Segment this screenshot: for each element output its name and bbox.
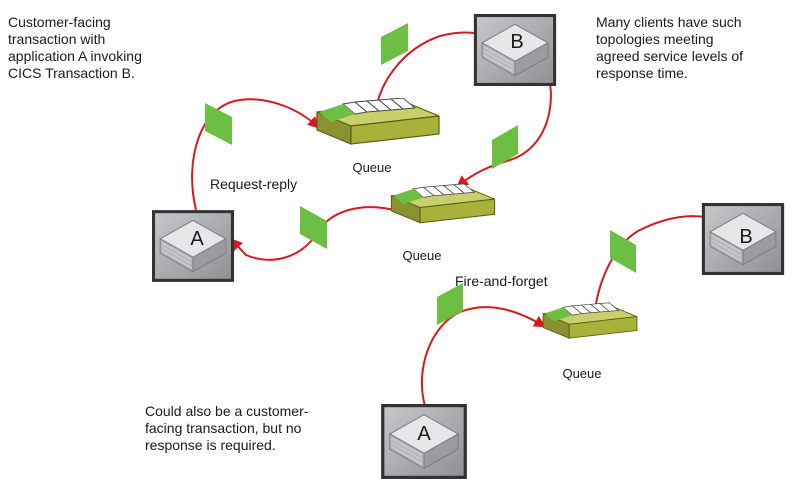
arrow-fire-queue-to-b [595,212,723,305]
message-b-to-queue [492,125,518,169]
queue-middle [390,183,496,224]
queue-middle-label: Queue [402,248,441,263]
message-queue-to-b [381,23,408,65]
message-a-to-queue [205,103,232,145]
message-queue-to-a [300,206,327,249]
request-reply-label: Request-reply [210,176,297,192]
fire-and-forget-label: Fire-and-forget [455,273,548,289]
server-a-fire-label: A [417,423,431,445]
message-fire-a-to-queue [437,283,463,325]
server-a-request-label: A [190,228,204,250]
messages [205,23,636,325]
queue-upper-label: Queue [352,160,391,175]
server-b-fire-label: B [739,226,752,248]
arrow-b-to-middle-queue [456,59,552,188]
queue-fire [542,302,638,339]
note-service-levels: Many clients have such topologies meetin… [596,14,744,81]
server-b-request-label: B [510,31,523,53]
message-fire-queue-to-b [610,230,636,273]
arrow-a-to-upper-queue [191,98,320,211]
note-request-reply: Customer-facing transaction with applica… [8,14,142,81]
queue-fire-label: Queue [562,366,601,381]
queue-upper [316,98,440,145]
note-fire-and-forget: Could also be a customer- facing transac… [145,403,309,453]
